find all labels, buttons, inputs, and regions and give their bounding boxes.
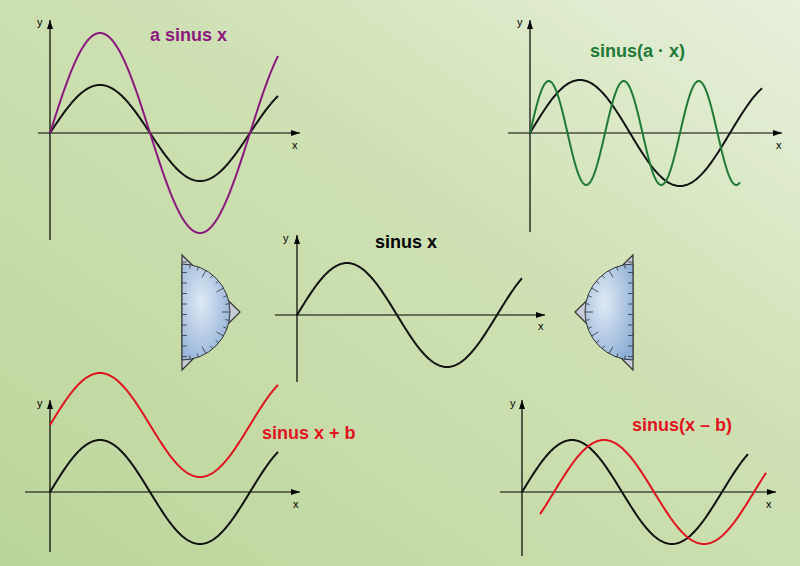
compressed-sine-curve — [530, 81, 740, 185]
axis-label: x — [766, 498, 772, 510]
sine-curve — [530, 80, 762, 186]
curve-title: sinus x + b — [262, 424, 356, 444]
curve-title: a sinus x — [150, 26, 227, 46]
set-square-icon — [575, 255, 633, 370]
axes — [500, 400, 776, 556]
curve-title: sinus x — [375, 233, 437, 253]
axes — [508, 20, 782, 232]
curve-title: sinus(a · x) — [590, 42, 685, 62]
raised-sine-curve — [50, 373, 278, 477]
axis-label: y — [510, 397, 516, 409]
axes — [275, 235, 545, 382]
set-square-icon — [182, 255, 240, 370]
axis-label: x — [293, 498, 299, 510]
shifted-sine-curve — [540, 440, 766, 544]
axes — [38, 20, 300, 240]
axes — [25, 400, 300, 552]
sine-curve — [297, 263, 522, 367]
curve-title: sinus(x – b) — [632, 416, 732, 436]
axis-label: y — [517, 16, 523, 28]
axis-label: x — [776, 139, 782, 151]
scaled-sine-curve — [50, 33, 278, 233]
axis-label: y — [283, 232, 289, 244]
axis-label: y — [37, 397, 43, 409]
axis-label: x — [538, 320, 544, 332]
sine-curve — [50, 440, 278, 544]
sine-curve — [522, 440, 748, 544]
axis-label: x — [292, 139, 298, 151]
axis-label: y — [37, 16, 43, 28]
sine-curve — [50, 85, 278, 181]
